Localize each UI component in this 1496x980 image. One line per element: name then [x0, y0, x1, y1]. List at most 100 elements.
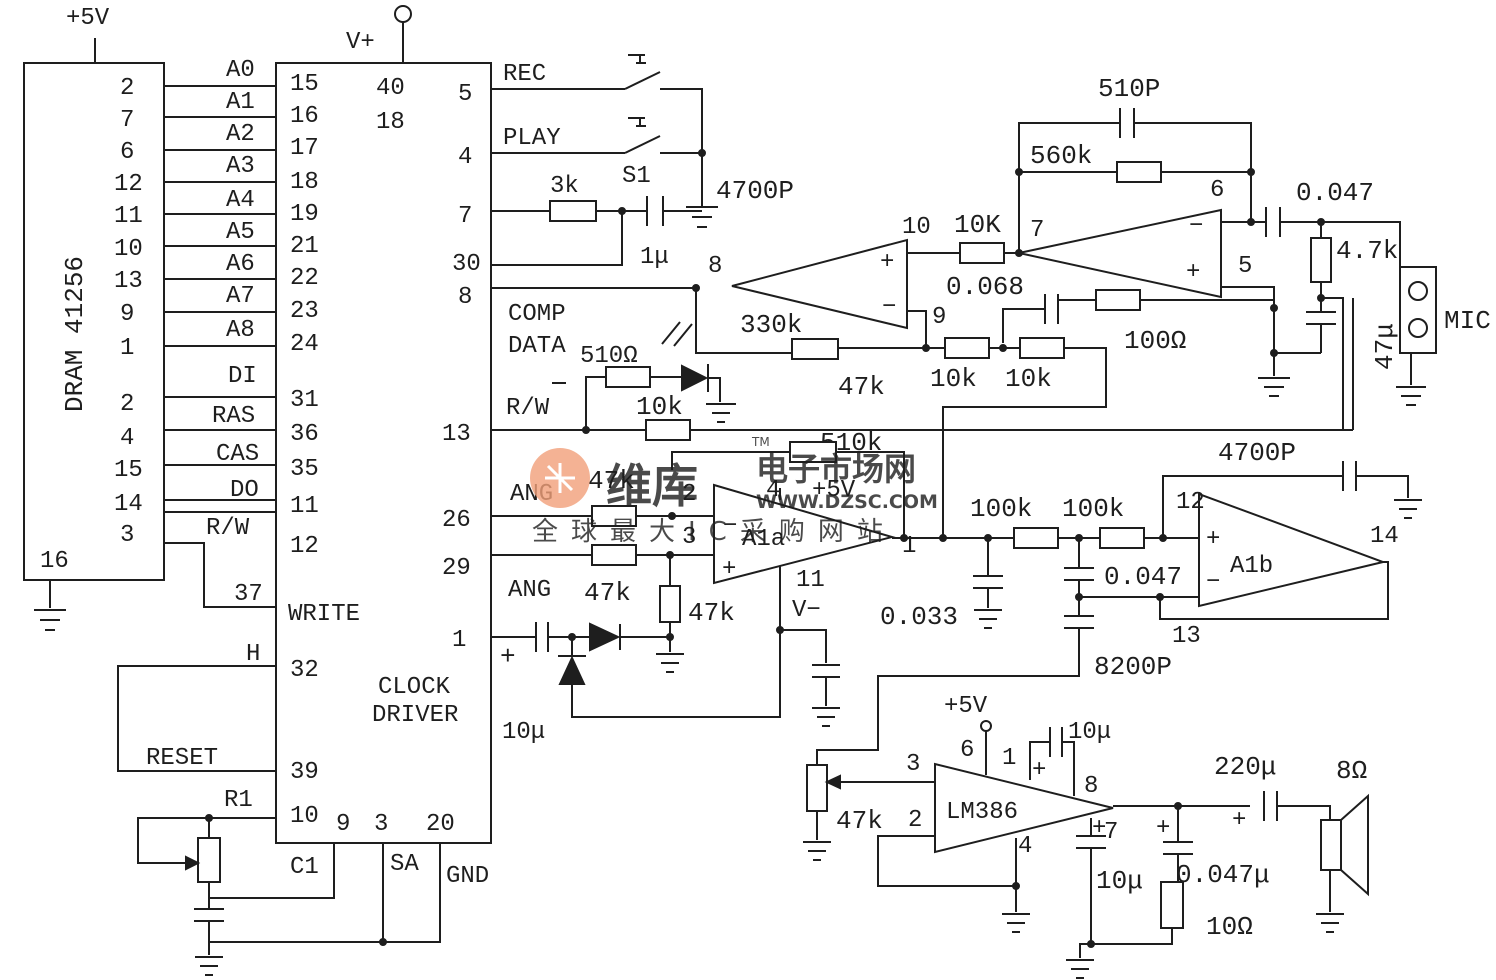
opamp-mic-preamp	[1018, 208, 1222, 299]
lm386-pin-1: 1	[1002, 745, 1016, 772]
ctrl-label-4: R/W	[206, 515, 250, 542]
svg-text:+: +	[880, 249, 894, 276]
vplus-label: V+	[346, 29, 375, 56]
volume-feed-wire	[816, 628, 1080, 765]
comp-wire	[491, 287, 792, 354]
a1a-vcc: +5V	[812, 477, 856, 504]
r10k-a-resistor	[944, 337, 990, 359]
watermark-url: WWW.DZSC.COM	[756, 491, 938, 513]
reset-label: RESET	[146, 745, 218, 772]
ctrl-pin-3: 3	[374, 811, 388, 838]
ctrl-label-3: DO	[230, 477, 259, 504]
ctrl-label-2: CAS	[216, 441, 259, 468]
ctrl-pin-26: 26	[442, 507, 471, 534]
play-switch-blade	[624, 135, 661, 154]
opamp-a1b	[1198, 492, 1387, 608]
addr-label-0: A0	[226, 57, 255, 84]
speaker-coil	[1320, 819, 1342, 871]
c0068-wire	[1002, 308, 1045, 343]
dram-pin-13: 3	[120, 522, 134, 549]
watermark: 维库 TM 电子市场网 WWW.DZSC.COM 全球最大IC采购网站	[530, 435, 938, 547]
dram-label: DRAM 41256	[60, 256, 90, 412]
r47k-a-label: 47k	[838, 372, 885, 402]
dram-pin-7: 9	[120, 301, 134, 328]
ctrl-right-pin-2: 7	[458, 203, 472, 230]
write-wire	[164, 542, 276, 608]
inv2-wire	[907, 310, 927, 348]
c1-label: C1	[290, 854, 319, 881]
ctrl-right-pin-0: 5	[458, 81, 472, 108]
addr-label-2: A2	[226, 121, 255, 148]
c10u-a-label: 10μ	[502, 719, 545, 746]
op8-pin-10: 10	[902, 214, 931, 241]
ctrl-right-pin-4: 8	[458, 284, 472, 311]
dram-gnd-pin: 16	[40, 548, 69, 575]
a1b-pin-13: 13	[1172, 623, 1201, 650]
a1a-fb-wire-b	[836, 451, 905, 538]
ctrl-pin-9: 9	[336, 811, 350, 838]
mic-connector	[1399, 266, 1437, 354]
mic-pin-a	[1408, 281, 1428, 301]
vplus-terminal	[394, 5, 412, 23]
gain-cap-wire	[1029, 741, 1050, 780]
volume-pot	[806, 764, 828, 812]
data-label: DATA	[508, 333, 566, 360]
r3k-label: 3k	[550, 173, 579, 200]
speaker-label: 8Ω	[1336, 756, 1367, 786]
play-label: PLAY	[503, 125, 561, 152]
ctrl-right-pin-3: 30	[452, 251, 481, 278]
dram-supply-label: +5V	[66, 5, 110, 32]
ctrl-left-pin-1: 16	[290, 103, 319, 130]
s1-label: S1	[622, 163, 651, 190]
c0047-b-label: 0.047	[1104, 562, 1182, 592]
dram-pin-10: 4	[120, 425, 134, 452]
opamp-a1a	[713, 483, 896, 585]
vminus-label: V−	[792, 597, 821, 624]
ctrl-label-0: DI	[228, 363, 257, 390]
lm386-ground-icon	[1002, 913, 1030, 933]
r47k-b-label: 47k	[588, 466, 635, 496]
r47k-d-resistor	[659, 585, 681, 623]
dram-pin-1: 7	[120, 107, 134, 134]
r10K-resistor	[959, 242, 1005, 264]
svg-text:+: +	[1092, 815, 1106, 842]
c10u-b-label: 10μ	[1068, 719, 1111, 746]
volume-wiper-arrow	[824, 774, 841, 790]
c0047u-label: 0.047μ	[1176, 860, 1270, 890]
mic-pin-b	[1408, 318, 1428, 338]
r510ohm-label: 510Ω	[580, 343, 638, 370]
ctrl-pin-20: 20	[426, 811, 455, 838]
op8-pin-9: 9	[932, 304, 946, 331]
ctrl-left-pin-10: 36	[290, 421, 319, 448]
r10k-b-label: 10k	[1005, 364, 1052, 394]
ctrl-left-pin-3: 18	[290, 169, 319, 196]
a1b-ground-icon	[1394, 499, 1422, 519]
c510p-label: 510P	[1098, 74, 1160, 104]
led-light-rays	[661, 321, 693, 347]
fb-wire-right	[1134, 122, 1252, 222]
c8200-label: 8200P	[1094, 652, 1172, 682]
diode-series-icon	[589, 622, 621, 652]
svg-text:+: +	[1206, 526, 1220, 553]
ctrl-left-pin-12: 11	[290, 493, 319, 520]
led-diode-icon	[681, 364, 709, 392]
svg-text:+: +	[1156, 815, 1170, 842]
r3k-resistor	[549, 200, 597, 222]
speaker-icon	[1340, 793, 1369, 897]
c0047-mic-label: 0.047	[1296, 178, 1374, 208]
junction-sa	[379, 938, 387, 946]
r10ohm-label: 10Ω	[1206, 912, 1253, 942]
r10k-a-label: 10k	[930, 364, 977, 394]
r47k-c-resistor	[591, 544, 637, 566]
sa-label: SA	[390, 851, 419, 878]
lm386-pin-8: 8	[1084, 773, 1098, 800]
r330k-label: 330k	[740, 310, 802, 340]
ctrl-left-pin-8: 24	[290, 331, 319, 358]
rec-switch-out	[660, 88, 703, 207]
r100ohm-label: 100Ω	[1124, 326, 1186, 356]
r1-wiper-arrow	[185, 855, 201, 871]
reset-wire	[117, 665, 276, 772]
